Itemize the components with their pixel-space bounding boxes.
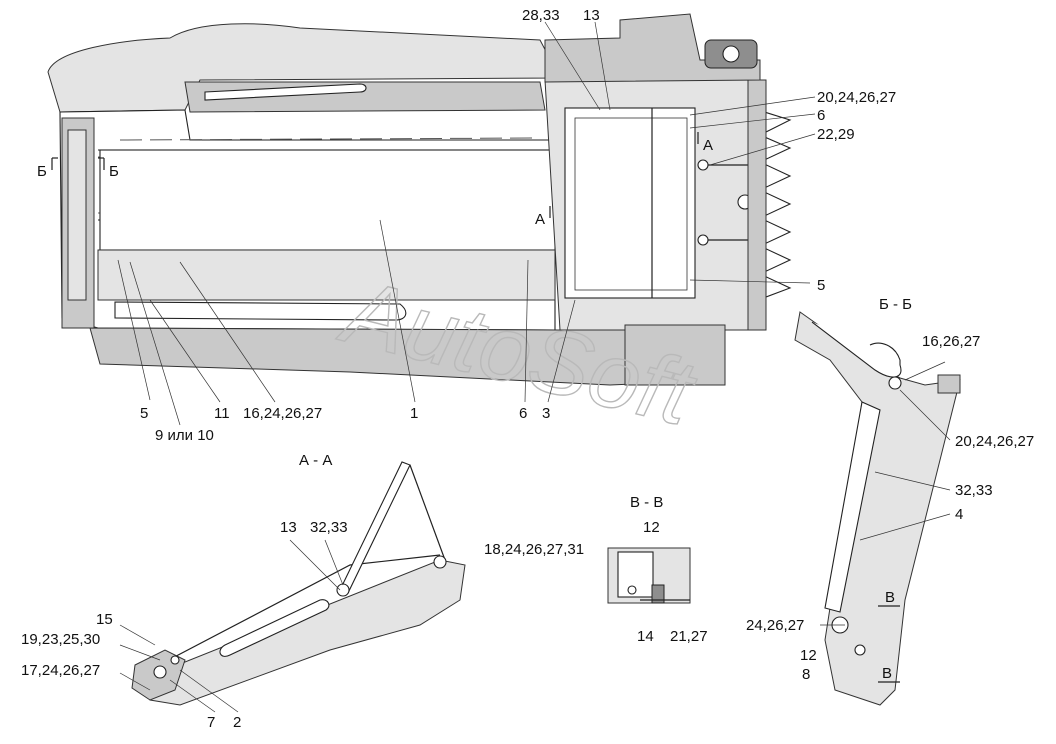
mark-a-top: А <box>703 137 713 154</box>
mark-v-top: В <box>885 589 895 606</box>
aa-cushion <box>134 559 466 706</box>
mark-a-mid: А <box>535 211 545 228</box>
mark-v-bottom: В <box>882 665 892 682</box>
bb-clip <box>937 374 961 394</box>
label-1: 1 <box>410 405 418 422</box>
vv-bolt <box>651 584 665 604</box>
label-aa-17: 17,24,26,27 <box>21 662 100 679</box>
label-22-29: 22,29 <box>817 126 855 143</box>
bottom-rail-slot <box>114 301 407 321</box>
label-vv-14: 14 <box>637 628 654 645</box>
seat-cushion <box>47 23 561 113</box>
label-bb-8: 8 <box>802 666 810 683</box>
section-title-aa: А - А <box>299 452 332 469</box>
label-aa-32-33: 32,33 <box>310 519 348 536</box>
label-aa-2: 2 <box>233 714 241 731</box>
label-6-bottom: 6 <box>519 405 527 422</box>
section-bb-view <box>794 311 961 706</box>
aa-roller <box>433 555 447 569</box>
label-aa-15: 15 <box>96 611 113 628</box>
label-5-bottom: 5 <box>140 405 148 422</box>
aa-link <box>409 464 446 561</box>
left-post-inner <box>67 129 87 301</box>
mark-b-left: Б <box>37 163 47 180</box>
leader-lines <box>117 21 951 713</box>
section-aa-view <box>131 461 466 706</box>
label-bb-24: 24,26,27 <box>746 617 804 634</box>
aa-slot <box>219 599 330 657</box>
label-6-top: 6 <box>817 107 825 124</box>
label-28-33: 28,33 <box>522 7 560 24</box>
label-bb-4: 4 <box>955 506 963 523</box>
main-view <box>47 13 792 386</box>
middle-board <box>99 149 556 251</box>
label-11: 11 <box>214 405 230 422</box>
right-frame <box>747 79 767 331</box>
label-aa-7: 7 <box>207 714 215 731</box>
label-13-top: 13 <box>583 7 600 24</box>
bottom-rail <box>97 249 556 301</box>
bb-column <box>824 401 881 613</box>
label-20-24-26-27-main: 20,24,26,27 <box>817 89 896 106</box>
aa-strut <box>339 461 411 594</box>
label-vv-21-27: 21,27 <box>670 628 708 645</box>
section-title-bb: Б - Б <box>879 296 912 313</box>
label-9-or-10: 9 или 10 <box>155 427 214 444</box>
section-vv-view <box>607 547 691 604</box>
bolt-bottom <box>697 234 709 246</box>
label-3: 3 <box>542 405 550 422</box>
label-aa-19: 19,23,25,30 <box>21 631 100 648</box>
box-cover <box>564 107 696 299</box>
bb-top-bolt <box>888 376 902 390</box>
label-vv-12: 12 <box>643 519 660 536</box>
mark-b-right: Б <box>109 163 119 180</box>
aa-arm <box>139 554 441 676</box>
bb-arm <box>811 321 902 378</box>
label-bb-20: 20,24,26,27 <box>955 433 1034 450</box>
label-16-24-26-27: 16,24,26,27 <box>243 405 322 422</box>
label-aa-13: 13 <box>280 519 297 536</box>
label-bb-12: 12 <box>800 647 817 664</box>
label-bb-16: 16,26,27 <box>922 333 980 350</box>
section-title-vv: В - В <box>630 494 663 511</box>
label-bb-32-33: 32,33 <box>955 482 993 499</box>
box-cover-inner <box>574 117 688 291</box>
bolt-top <box>697 159 709 171</box>
label-vv-18: 18,24,26,27,31 <box>484 541 584 558</box>
top-rail-slot <box>204 83 367 101</box>
label-5-right: 5 <box>817 277 825 294</box>
aa-pivot <box>336 583 350 597</box>
labels: 28,33 13 20,24,26,27 6 22,29 5 5 11 16,2… <box>21 7 1034 731</box>
lower-bracket <box>624 324 726 386</box>
